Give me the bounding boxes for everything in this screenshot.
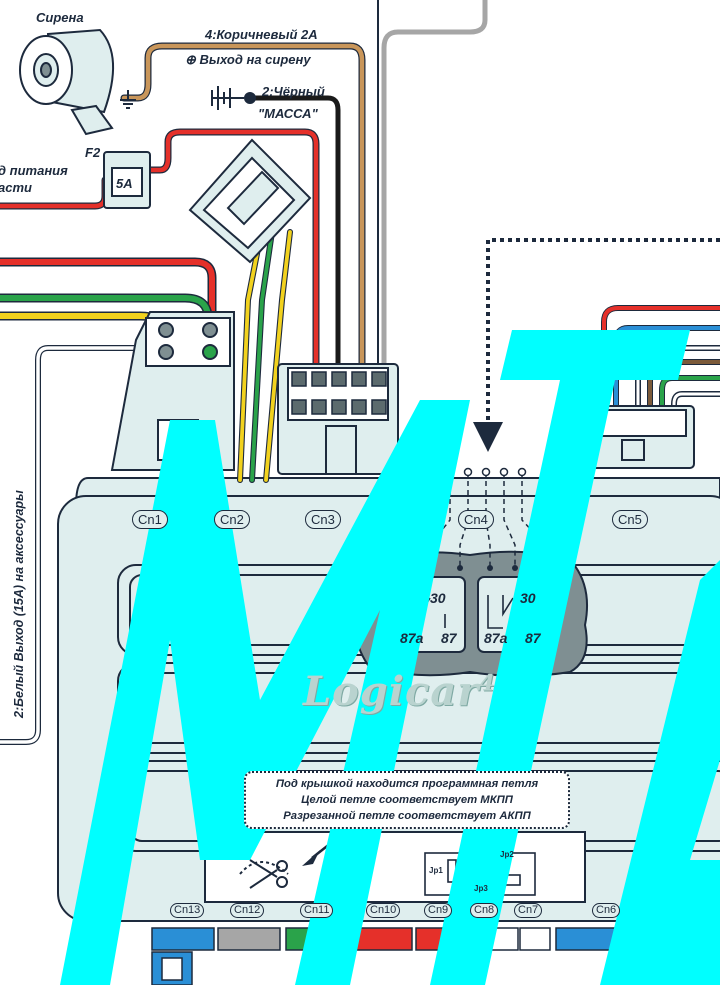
connector-label-cn1: Cn1 (132, 510, 168, 529)
plug-connector-icon (188, 138, 312, 264)
siren-icon (19, 28, 114, 136)
logo-name: Logicar (303, 668, 480, 715)
logicar-logo: Logicar4 (303, 668, 496, 715)
program-arrow (473, 238, 720, 452)
connector-label-cn5: Cn5 (612, 510, 648, 529)
fuse-value-label: 5A (116, 176, 133, 191)
relay-right-30: 30 (520, 590, 536, 606)
connector-label-cn6: Cn6 (592, 903, 621, 918)
jumper-jp3: Jp3 (474, 884, 488, 893)
connector-label-cn7: Cn7 (514, 903, 543, 918)
siren-label: Сирена (36, 10, 84, 25)
ground-symbols (120, 86, 256, 110)
siren-output-label: ⊕ Выход на сирену (185, 52, 311, 67)
relay-right-87a: 87a (484, 630, 508, 646)
fuse-icon (103, 151, 151, 209)
connector-label-cn10: Cn10 (366, 903, 401, 918)
relay-left-30: 30 (430, 590, 446, 606)
connector-label-cn11: Cn11 (300, 903, 334, 918)
power-label-line1: д питания (0, 163, 68, 178)
connector-label-cn9: Cn9 (424, 903, 453, 918)
note-line-3: Разрезанной петле соответствует АКПП (283, 810, 531, 822)
connector-label-cn4: Cn4 (458, 510, 494, 529)
connector-label-cn2: Cn2 (214, 510, 250, 529)
relay-left-87: 87 (441, 630, 457, 646)
power-label-line2: асти (0, 180, 32, 195)
relay-left-87a: 87a (400, 630, 424, 646)
fuse-name-label: F2 (85, 145, 101, 160)
note-line-1: Под крышкой находится программная петля (275, 778, 539, 790)
brown-wire-label: 4:Коричневый 2А (205, 27, 318, 42)
jumper-jp1: Jp1 (429, 866, 443, 875)
bottom-connectors (151, 927, 639, 985)
program-loop-note: Под крышкой находится программная петля … (244, 771, 570, 829)
relay-right-87: 87 (525, 630, 541, 646)
connector-label-cn12: Cn12 (230, 903, 265, 918)
black-wire-label: 2:Чёрный (262, 84, 325, 99)
note-line-2: Целой петле соответствует МКПП (301, 794, 513, 806)
jumper-jp2: Jp2 (500, 850, 514, 859)
logo-number: 4 (479, 670, 496, 697)
connector-label-cn13: Cn13 (170, 903, 205, 918)
scissors-icon (239, 859, 289, 889)
connector-label-cn8: Cn8 (470, 903, 499, 918)
connector-label-cn3: Cn3 (305, 510, 341, 529)
ground-label: "МАССА" (258, 106, 318, 121)
cn3-pins (291, 371, 387, 415)
white-wire-label: 2:Белый Выход (15А) на аксессуары (12, 490, 26, 718)
